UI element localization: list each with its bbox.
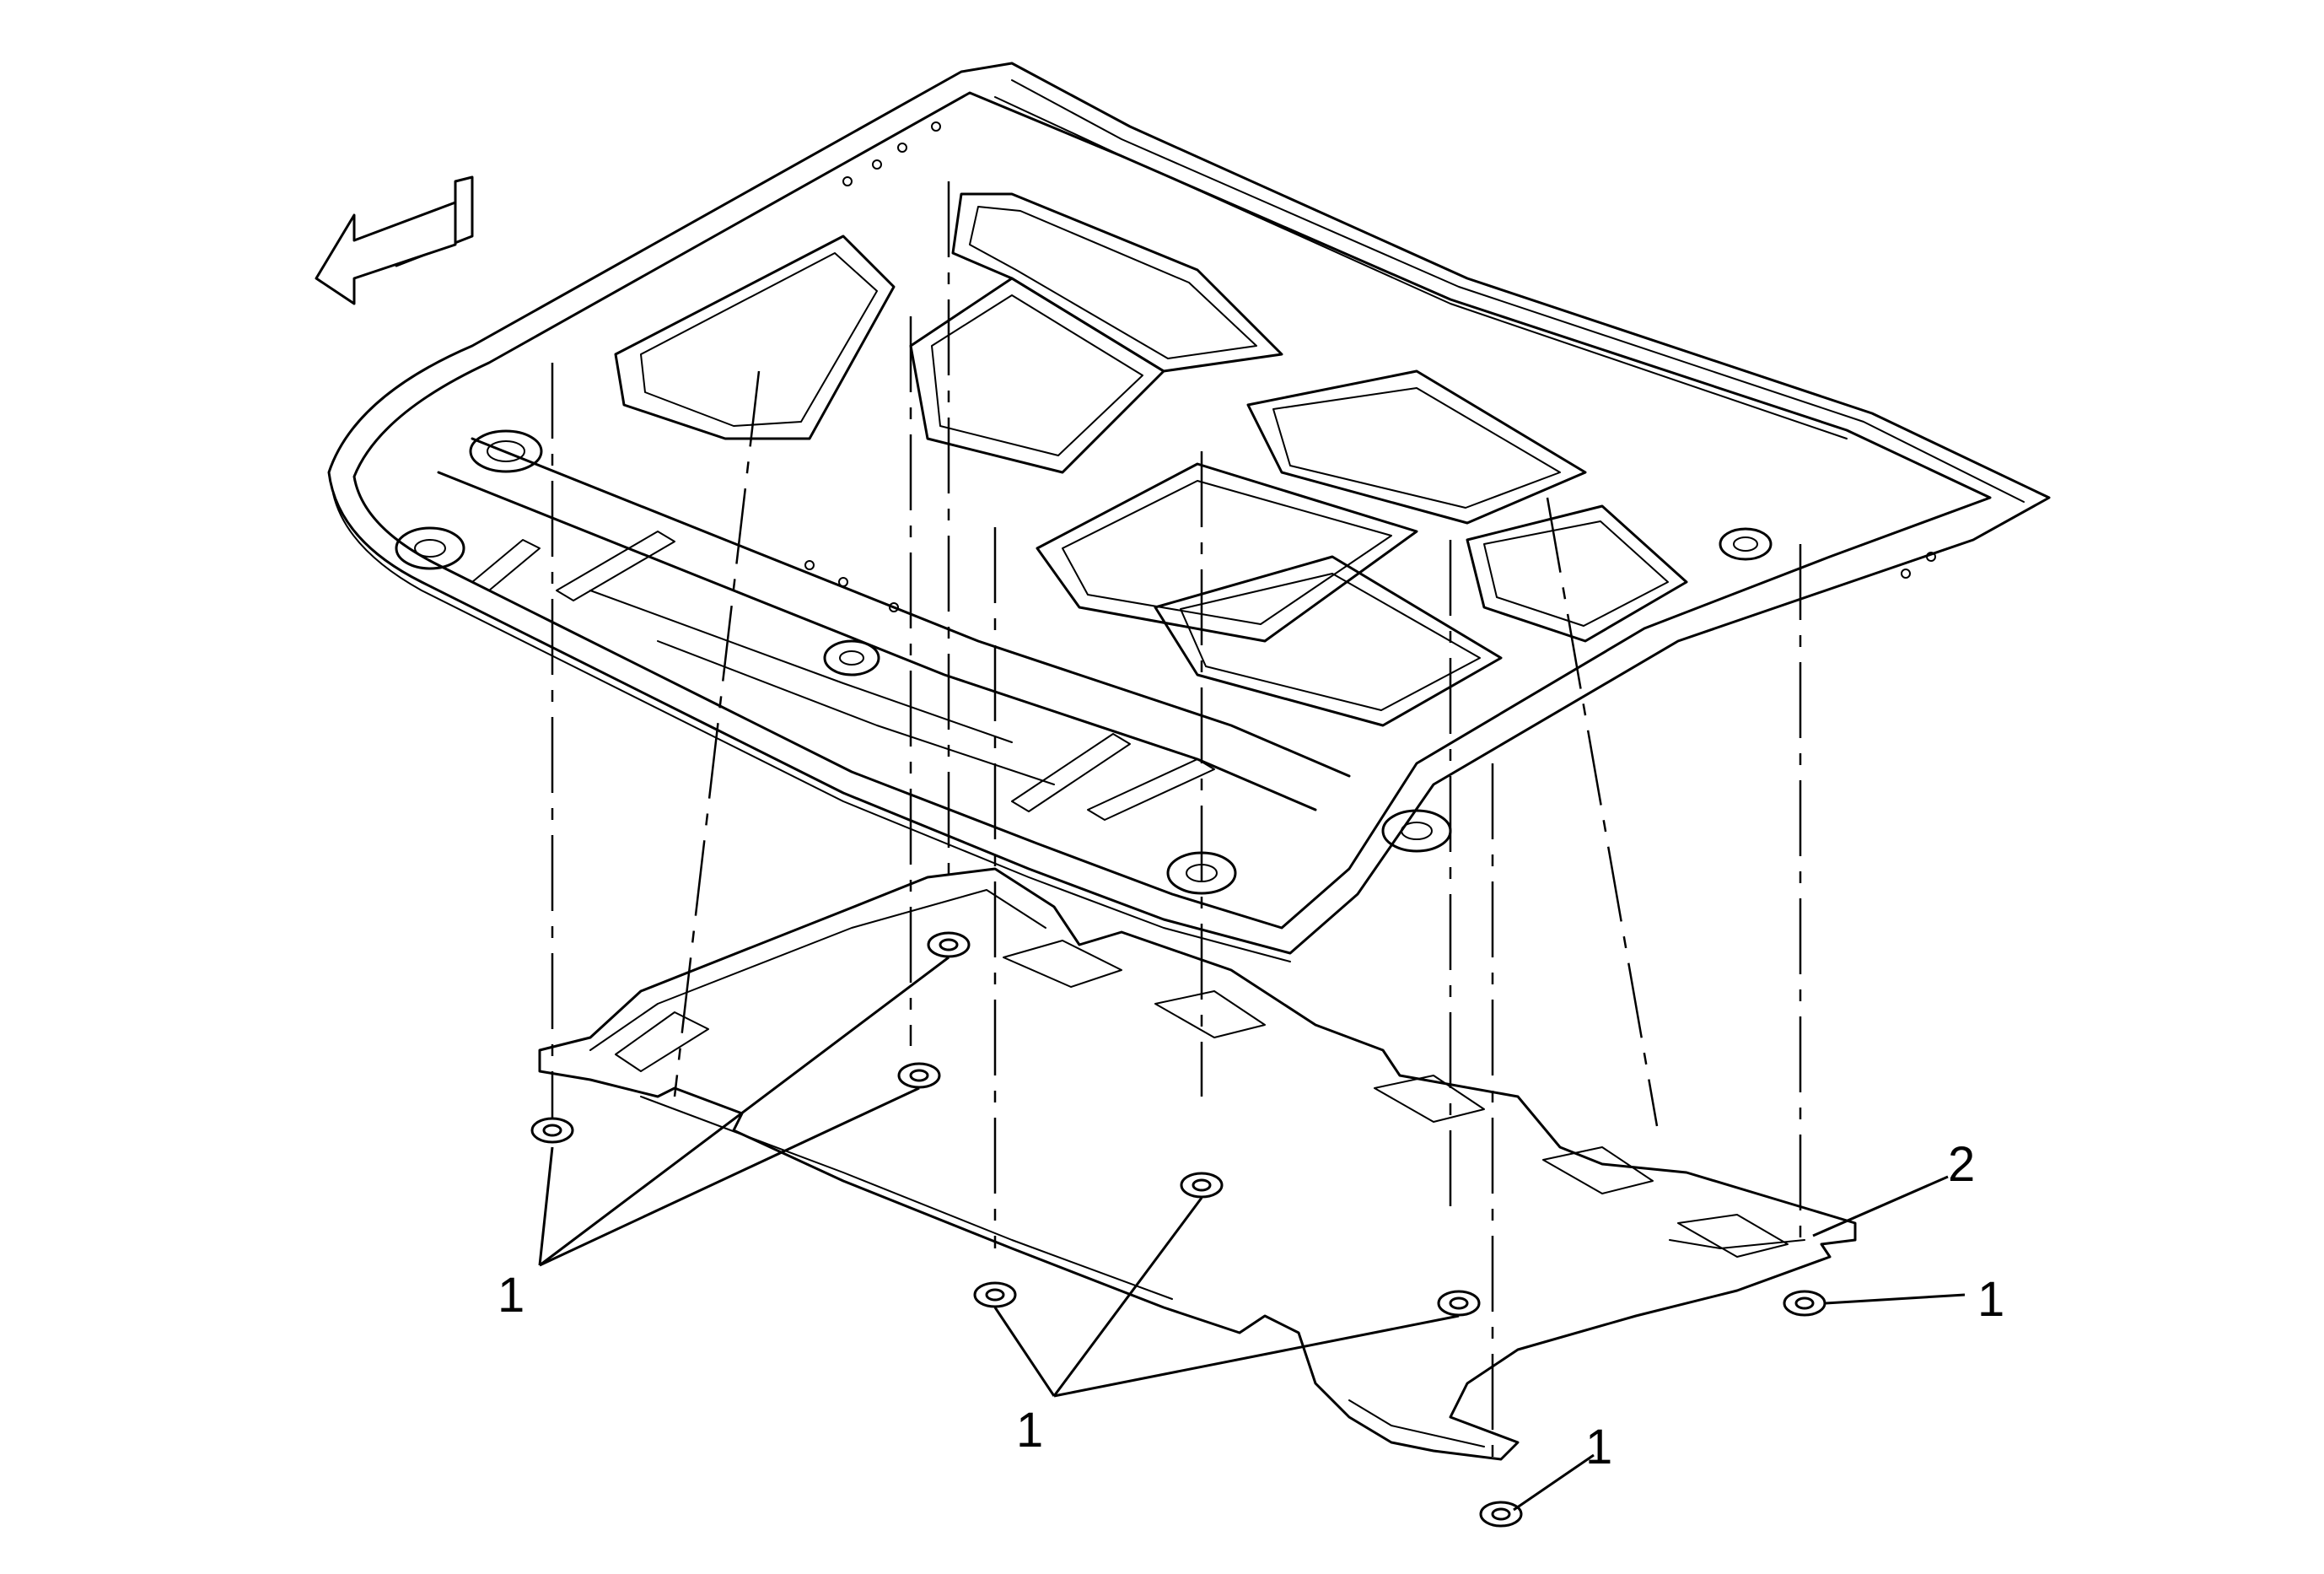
fastener-icon	[1180, 1172, 1224, 1199]
alignment-lines	[551, 181, 1802, 1468]
callout-fastener-2: 1	[1016, 1403, 1043, 1458]
fasteners	[530, 931, 1826, 1528]
fastener-icon	[927, 931, 971, 958]
front-direction-arrow-icon	[315, 175, 474, 305]
fastener-icon	[1783, 1290, 1826, 1317]
callouts: 1 1 1 1 2	[498, 1137, 2004, 1474]
callout-fastener-4: 1	[1585, 1420, 1612, 1474]
fastener-icon	[530, 1117, 574, 1144]
fastener-icon	[1479, 1501, 1523, 1528]
insulator-panel-icon	[538, 867, 1857, 1461]
callout-insulator-panel: 2	[1948, 1137, 1975, 1192]
callout-fastener-1: 1	[498, 1268, 525, 1323]
fastener-icon	[973, 1281, 1017, 1308]
leader-lines	[538, 956, 1966, 1512]
fastener-icon	[1437, 1290, 1481, 1317]
callout-fastener-3: 1	[1977, 1272, 2004, 1327]
fastener-icon	[897, 1062, 941, 1089]
hood-panel-icon	[327, 62, 2051, 962]
